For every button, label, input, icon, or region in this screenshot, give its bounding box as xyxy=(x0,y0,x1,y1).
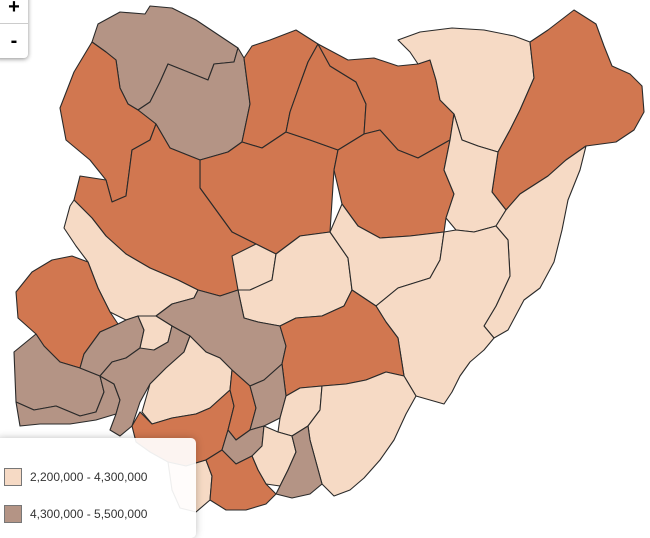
state-akwa-ibom[interactable] xyxy=(275,425,323,499)
state-borno[interactable] xyxy=(491,9,645,211)
state-cross-river[interactable] xyxy=(307,371,417,497)
zoom-in-label: + xyxy=(8,0,20,18)
zoom-out-button[interactable]: - xyxy=(0,24,28,58)
legend-item-2: 4,300,000 - 5,500,000 xyxy=(4,505,147,523)
legend-swatch-2 xyxy=(4,505,22,523)
legend-label-1: 2,200,000 - 4,300,000 xyxy=(30,470,148,484)
zoom-in-button[interactable]: + xyxy=(0,0,28,24)
legend-label-2: 4,300,000 - 5,500,000 xyxy=(30,507,148,521)
map-legend: 2,200,000 - 4,300,000 4,300,000 - 5,500,… xyxy=(0,438,196,538)
zoom-control: + - xyxy=(0,0,28,58)
zoom-out-label: - xyxy=(10,30,18,52)
state-rivers[interactable] xyxy=(205,449,277,511)
nigeria-choropleth-map[interactable] xyxy=(0,0,650,525)
legend-item-1: 2,200,000 - 4,300,000 xyxy=(4,468,147,486)
legend-swatch-1 xyxy=(4,468,22,486)
